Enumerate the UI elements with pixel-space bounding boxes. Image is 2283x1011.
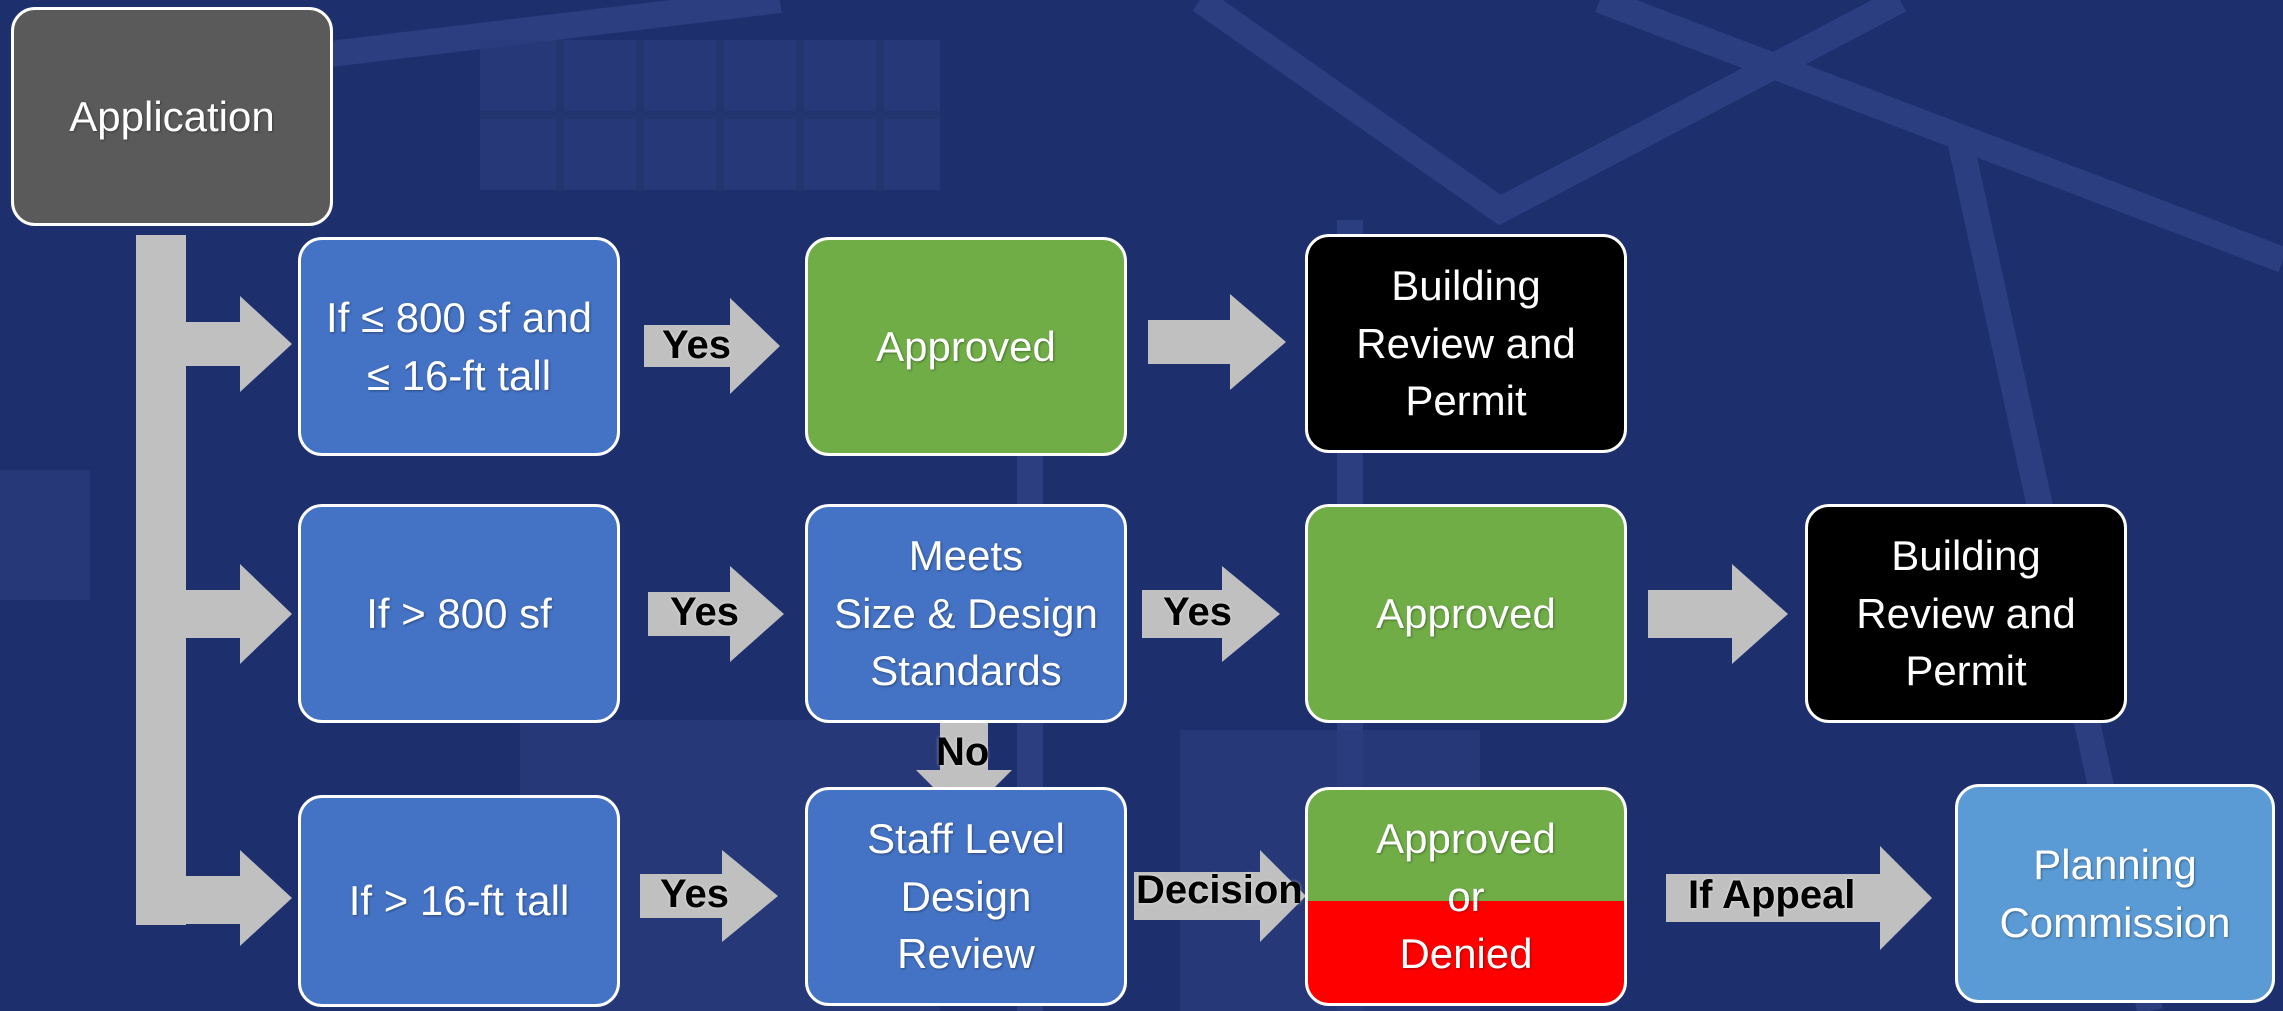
- trunk-arrow: [136, 235, 186, 925]
- planning-commission-node: Planning Commission: [1955, 784, 2275, 1003]
- branch-arrow-row2: [186, 564, 292, 664]
- approved-node-row1: Approved: [805, 237, 1127, 456]
- appeal-arrow: [1666, 846, 1932, 950]
- building-permit-node-row2: Building Review and Permit: [1805, 504, 2127, 723]
- yes-label-row2: Yes: [670, 590, 739, 634]
- yes-label-row2b: Yes: [1163, 590, 1232, 634]
- yes-arrow-row2b: [1142, 566, 1280, 662]
- yes-arrow-row1: [644, 298, 780, 394]
- condition-height-node: If > 16-ft tall: [298, 795, 620, 1007]
- arrow-approved-to-permit-row2: [1648, 564, 1788, 664]
- yes-arrow-row2: [648, 566, 784, 662]
- yes-arrow-row3: [640, 850, 778, 942]
- condition-small-node: If ≤ 800 sf and ≤ 16-ft tall: [298, 237, 620, 456]
- branch-arrow-row1: [186, 296, 292, 392]
- yes-label-row1: Yes: [662, 323, 731, 367]
- decision-arrow: [1134, 850, 1306, 942]
- staff-design-review-node: Staff Level Design Review: [805, 787, 1127, 1006]
- arrow-approved-to-permit-row1: [1148, 294, 1286, 390]
- branch-arrow-row3: [136, 850, 292, 946]
- yes-label-row3: Yes: [660, 872, 729, 916]
- if-appeal-label: If Appeal: [1688, 873, 1856, 917]
- condition-area-node: If > 800 sf: [298, 504, 620, 723]
- approved-or-denied-node: Approved or Denied: [1305, 787, 1627, 1006]
- decision-label: Decision: [1136, 868, 1303, 912]
- application-node: Application: [11, 7, 333, 226]
- approved-node-row2: Approved: [1305, 504, 1627, 723]
- building-permit-node-row1: Building Review and Permit: [1305, 234, 1627, 453]
- no-label: No: [936, 730, 990, 774]
- meets-standards-node: Meets Size & Design Standards: [805, 504, 1127, 723]
